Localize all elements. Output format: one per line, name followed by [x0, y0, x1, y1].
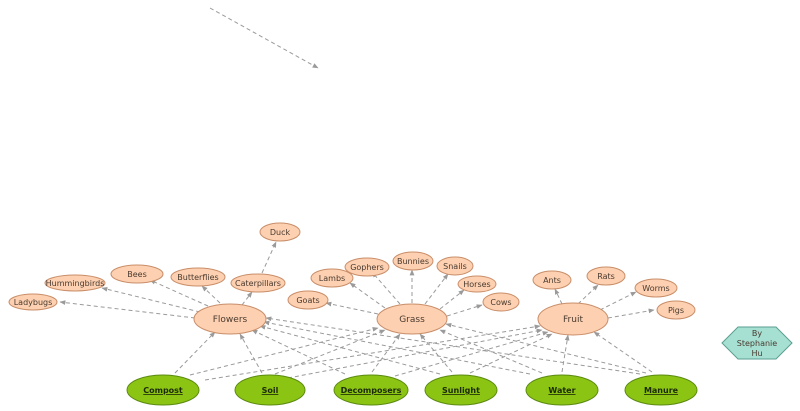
- node-butterflies[interactable]: Butterflies: [170, 267, 226, 287]
- arrow-fruit-rats[interactable]: [577, 284, 599, 305]
- node-bees-label: Bees: [127, 270, 147, 279]
- arrow-compost-grass[interactable]: [189, 326, 379, 376]
- node-pigs[interactable]: Pigs: [656, 300, 696, 320]
- arrow-manure-fruit[interactable]: [593, 331, 653, 373]
- node-caterpillars-label: Caterpillars: [235, 279, 281, 288]
- arrow-flowers-bees[interactable]: [149, 279, 209, 307]
- arrow-sunlight-fruit[interactable]: [469, 333, 553, 374]
- node-horses-label: Horses: [463, 280, 490, 289]
- arrow-caterpillars-duck[interactable]: [261, 241, 277, 274]
- arrow-flowers-ladybugs[interactable]: [59, 300, 196, 319]
- node-gophers[interactable]: Gophers: [344, 257, 390, 277]
- node-bunnies-label: Bunnies: [397, 257, 429, 266]
- node-snails-label: Snails: [443, 262, 467, 271]
- arrow-sunlight-grass[interactable]: [419, 333, 453, 373]
- source-manure-label: Manure: [644, 386, 679, 395]
- arrow-soil-grass[interactable]: [274, 329, 386, 375]
- node-butterflies-label: Butterflies: [177, 273, 218, 282]
- hub-fruit[interactable]: Fruit: [537, 302, 609, 336]
- hub-flowers-label: Flowers: [213, 315, 248, 325]
- arrow-fruit-ants[interactable]: [554, 288, 563, 305]
- node-worms-label: Worms: [642, 284, 669, 293]
- node-hummingbirds[interactable]: Hummingbirds: [44, 274, 106, 292]
- arrow-grass-horses[interactable]: [439, 289, 465, 310]
- node-bunnies[interactable]: Bunnies: [392, 251, 434, 271]
- node-ladybugs-label: Ladybugs: [14, 298, 53, 307]
- node-rats-label: Rats: [597, 272, 615, 281]
- credit-line-2: Stephanie: [737, 339, 777, 348]
- hub-grass[interactable]: Grass: [376, 303, 448, 335]
- source-manure[interactable]: Manure: [624, 374, 698, 406]
- node-snails[interactable]: Snails: [436, 256, 474, 276]
- source-sunlight-label: Sunlight: [442, 386, 480, 395]
- hub-fruit-label: Fruit: [563, 315, 583, 325]
- node-lambs[interactable]: Lambs: [310, 268, 354, 288]
- node-duck-label: Duck: [270, 228, 291, 237]
- source-water[interactable]: Water: [525, 374, 599, 406]
- source-soil-label: Soil: [262, 386, 279, 395]
- node-duck[interactable]: Duck: [259, 222, 301, 242]
- arrow-grass-goats[interactable]: [325, 301, 379, 315]
- arrow-grass-lambs[interactable]: [349, 282, 386, 309]
- source-decomposers-label: Decomposers: [341, 386, 402, 395]
- node-cows-label: Cows: [490, 298, 511, 307]
- arrow-water-grass[interactable]: [439, 329, 543, 374]
- node-gophers-label: Gophers: [350, 263, 384, 272]
- node-lambs-label: Lambs: [319, 274, 345, 283]
- arrow-compost-flowers[interactable]: [174, 331, 216, 374]
- node-ants[interactable]: Ants: [532, 270, 572, 290]
- arrow-soil-flowers[interactable]: [239, 333, 263, 374]
- source-decomposers[interactable]: Decomposers: [333, 374, 409, 406]
- arrow-grass-cows[interactable]: [446, 304, 483, 317]
- arrow-flowers-butterflies[interactable]: [201, 285, 221, 304]
- hub-grass-label: Grass: [399, 315, 425, 325]
- arrow-decomposers-grass[interactable]: [371, 333, 401, 373]
- node-caterpillars[interactable]: Caterpillars: [230, 273, 286, 293]
- arrow-manure-flowers[interactable]: [265, 316, 641, 375]
- node-cows[interactable]: Cows: [482, 292, 520, 312]
- source-water-label: Water: [548, 386, 575, 395]
- credit-line-1: By: [752, 329, 762, 338]
- credit-line-3: Hu: [751, 349, 762, 358]
- arrow-water-fruit[interactable]: [561, 334, 570, 373]
- source-compost[interactable]: Compost: [126, 374, 200, 406]
- arrow-water-flowers[interactable]: [263, 320, 531, 375]
- node-ants-label: Ants: [543, 276, 561, 285]
- arrow-sunlight-flowers[interactable]: [259, 325, 441, 375]
- node-goats[interactable]: Goats: [287, 290, 329, 310]
- node-ladybugs[interactable]: Ladybugs: [8, 293, 58, 311]
- arrow-soil-fruit[interactable]: [287, 328, 543, 379]
- node-bees[interactable]: Bees: [110, 264, 164, 284]
- author-credit[interactable]: By Stephanie Hu: [721, 326, 793, 360]
- node-goats-label: Goats: [296, 296, 319, 305]
- source-soil[interactable]: Soil: [234, 374, 306, 406]
- node-worms[interactable]: Worms: [634, 278, 678, 298]
- hub-flowers[interactable]: Flowers: [193, 303, 267, 335]
- arrow-decomposers-flowers[interactable]: [251, 329, 346, 375]
- stray-arrow[interactable]: [209, 7, 319, 69]
- source-sunlight[interactable]: Sunlight: [424, 374, 498, 406]
- arrow-grass-gophers[interactable]: [371, 271, 401, 305]
- node-pigs-label: Pigs: [668, 306, 684, 315]
- source-compost-label: Compost: [143, 386, 183, 395]
- arrow-fruit-pigs[interactable]: [607, 308, 655, 319]
- arrow-decomposers-fruit[interactable]: [394, 331, 549, 377]
- node-horses[interactable]: Horses: [457, 275, 497, 293]
- arrow-flowers-hummingbirds[interactable]: [101, 286, 201, 313]
- connector-arrows: [59, 7, 655, 381]
- arrow-flowers-caterpillars[interactable]: [241, 291, 253, 306]
- arrow-fruit-worms[interactable]: [599, 291, 637, 311]
- arrow-manure-grass[interactable]: [445, 322, 647, 374]
- arrow-grass-snails[interactable]: [424, 273, 449, 305]
- node-rats[interactable]: Rats: [586, 266, 626, 286]
- node-hummingbirds-label: Hummingbirds: [46, 279, 105, 288]
